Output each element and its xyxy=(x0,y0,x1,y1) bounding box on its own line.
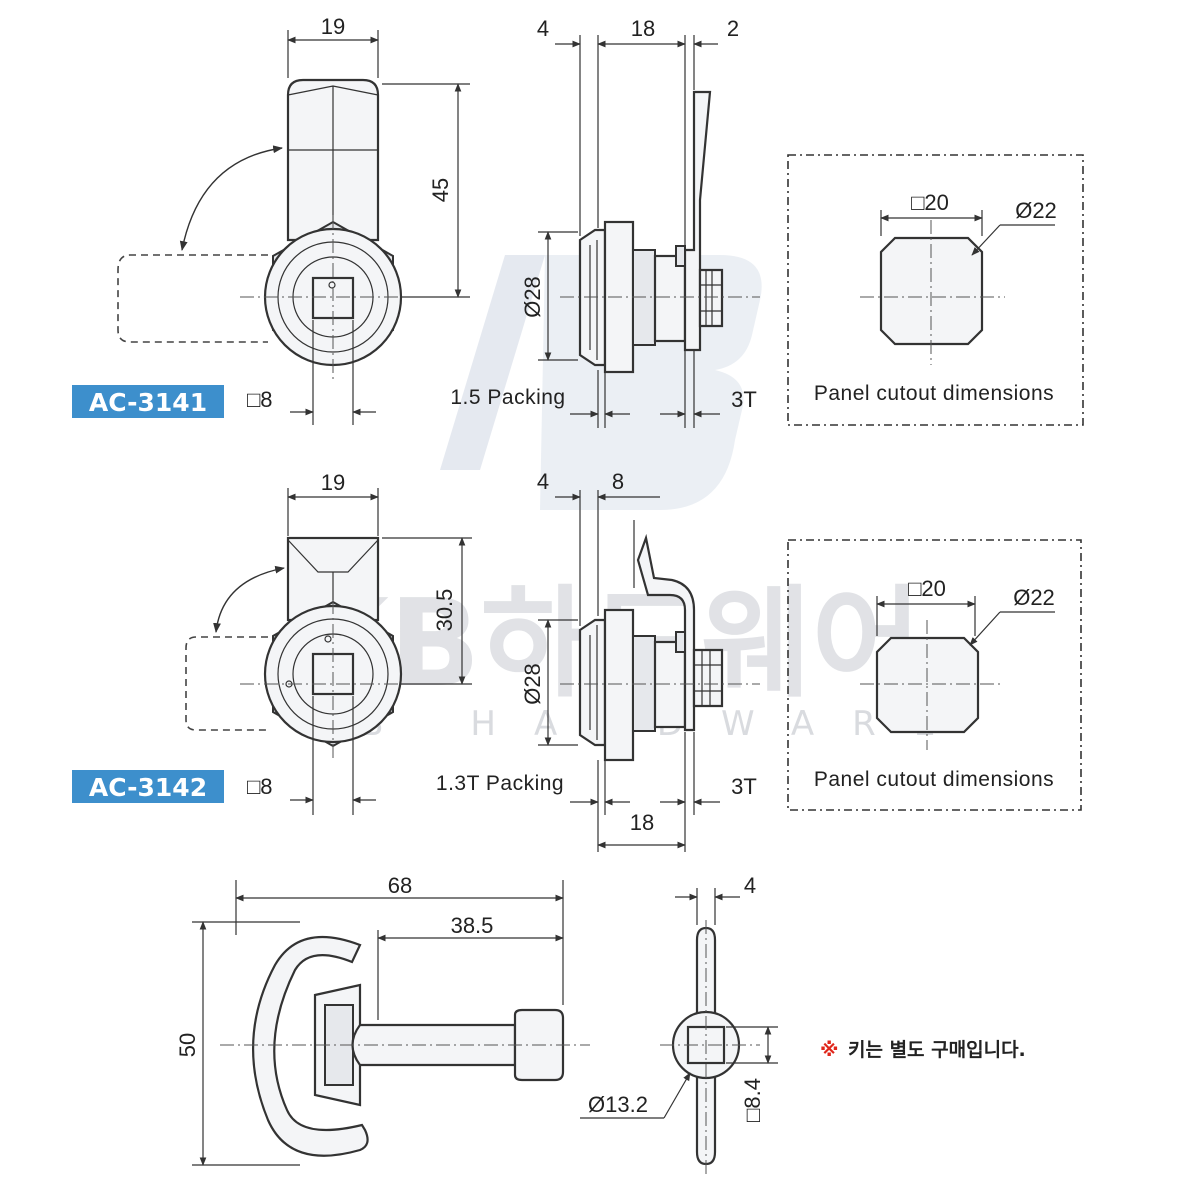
dim-offset-b-3142: 8 xyxy=(612,469,624,494)
cutout-diameter-3142: Ø22 xyxy=(1013,585,1055,610)
cutout-caption-3141: Panel cutout dimensions xyxy=(814,382,1054,405)
key-side-view: 68 38.5 50 xyxy=(175,873,590,1166)
cutout-square-3141: □20 xyxy=(911,190,949,215)
dim-height-3141: 45 xyxy=(428,178,453,202)
key-diameter: Ø13.2 xyxy=(588,1092,648,1117)
thickness-label-3142: 3T xyxy=(731,774,757,799)
model-badge-3141: AC-3141 xyxy=(72,385,224,418)
front-view-3142 xyxy=(185,536,420,760)
packing-label-3142: 1.3T Packing xyxy=(436,772,564,795)
dim-diameter-3141: Ø28 xyxy=(520,276,545,318)
model-ac-3141-drawing: 19 45 □8 4 18 xyxy=(72,14,1084,428)
cutout-square-3142: □20 xyxy=(908,576,946,601)
dim-bottom-3142: 18 xyxy=(630,810,654,835)
dim-width-3141: 19 xyxy=(321,14,345,39)
dim-height-3142: 30.5 xyxy=(432,589,457,632)
side-view-3141 xyxy=(560,90,760,374)
key-length: 68 xyxy=(388,873,412,898)
dim-offset-b-3141: 18 xyxy=(631,16,655,41)
model-code-3141: AC-3141 xyxy=(89,388,207,417)
dim-diameter-3142: Ø28 xyxy=(520,663,545,705)
note-text: 키는 별도 구매입니다. xyxy=(848,1039,1026,1061)
panel-cutout-3141: □20 Ø22 Panel cutout dimensions xyxy=(787,154,1084,426)
dim-square-3142: □8 xyxy=(247,774,273,799)
key-shaft: 38.5 xyxy=(451,913,494,938)
key-height: 50 xyxy=(175,1033,200,1057)
dim-offset-c-3141: 2 xyxy=(727,16,739,41)
front-view-3141 xyxy=(117,78,420,380)
thickness-label-3141: 3T xyxy=(731,387,757,412)
key-thickness: 4 xyxy=(744,873,756,898)
cutout-caption-3142: Panel cutout dimensions xyxy=(814,768,1054,791)
dim-square-3141: □8 xyxy=(247,387,273,412)
packing-label-3141: 1.5 Packing xyxy=(450,386,565,409)
dims-3142-front: 19 30.5 □8 xyxy=(247,470,472,815)
purchase-note: ※ 키는 별도 구매입니다. xyxy=(820,1039,1026,1061)
panel-cutout-3142: □20 Ø22 Panel cutout dimensions xyxy=(787,539,1082,811)
dims-3141-side: 4 18 2 Ø28 1.5 Packing 3T xyxy=(450,16,757,428)
dim-offset-a-3142: 4 xyxy=(537,469,549,494)
model-ac-3142-drawing: 19 30.5 □8 4 8 xyxy=(72,469,1082,852)
model-code-3142: AC-3142 xyxy=(89,773,207,802)
side-view-3142 xyxy=(560,533,760,762)
key-drawing: 68 38.5 50 4 □8.4 Ø13.2 ※ 키는 별도 구매입니다. xyxy=(175,873,1026,1175)
key-end-view: 4 □8.4 Ø13.2 xyxy=(580,873,778,1175)
cutout-diameter-3141: Ø22 xyxy=(1015,198,1057,223)
dims-3141-front: 19 45 □8 xyxy=(247,14,470,425)
note-mark: ※ xyxy=(820,1039,838,1061)
model-badge-3142: AC-3142 xyxy=(72,770,224,803)
key-square: □8.4 xyxy=(740,1078,765,1122)
dim-offset-a-3141: 4 xyxy=(537,16,549,41)
dims-3142-side: 4 8 Ø28 1.3T Packing 3T 18 xyxy=(436,469,757,852)
dim-width-3142: 19 xyxy=(321,470,345,495)
